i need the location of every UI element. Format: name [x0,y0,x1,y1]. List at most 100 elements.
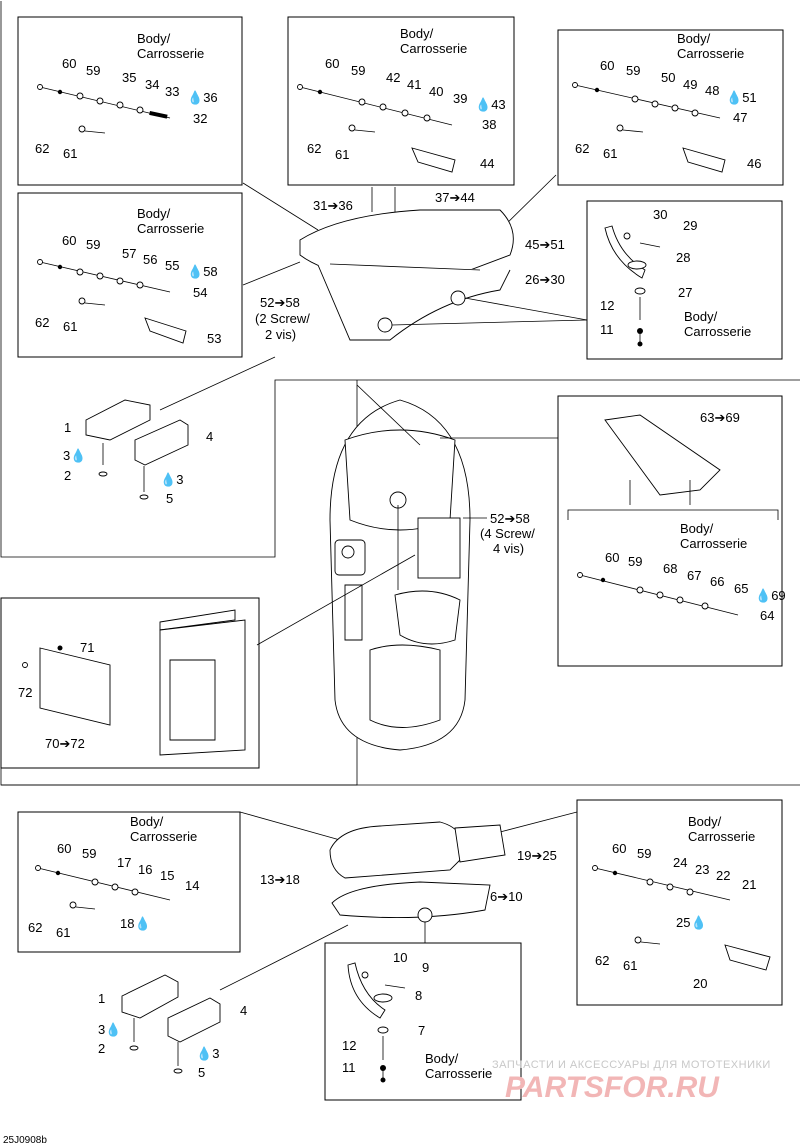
hull-top-view: 52➔58 (4 Screw/ 4 vis) [256,384,558,751]
svg-text:29: 29 [683,218,697,233]
svg-text:34: 34 [145,77,159,92]
svg-text:12: 12 [600,298,614,313]
svg-text:30: 30 [653,207,667,222]
svg-text:Carrosserie: Carrosserie [680,536,747,551]
svg-text:💧58: 💧58 [187,264,218,279]
svg-text:59: 59 [82,846,96,861]
svg-text:11: 11 [342,1060,356,1075]
svg-text:26➔30: 26➔30 [525,272,565,287]
svg-text:59: 59 [86,63,100,78]
svg-text:60: 60 [605,550,619,565]
svg-text:21: 21 [742,877,756,892]
svg-text:3💧: 3💧 [98,1022,121,1037]
svg-text:4: 4 [240,1003,247,1018]
svg-text:💧36: 💧36 [187,90,218,105]
svg-text:37➔44: 37➔44 [435,190,475,205]
svg-text:Body/: Body/ [137,31,171,46]
svg-text:70➔72: 70➔72 [45,736,85,751]
svg-text:Carrosserie: Carrosserie [688,829,755,844]
svg-text:Carrosserie: Carrosserie [137,221,204,236]
svg-text:Carrosserie: Carrosserie [137,46,204,61]
svg-text:45➔51: 45➔51 [525,237,565,252]
svg-text:2: 2 [98,1041,105,1056]
right-cover-box: 63➔69 Body/ Carrosserie 60 59 68 67 66 6… [557,395,786,667]
svg-text:60: 60 [62,233,76,248]
seat-assembly: 13➔18 19➔25 6➔10 [219,811,578,991]
svg-text:46: 46 [747,156,761,171]
svg-text:Body/: Body/ [684,309,718,324]
svg-text:8: 8 [415,988,422,1003]
svg-text:59: 59 [351,63,365,78]
svg-text:PARTSFOR.RU: PARTSFOR.RU [505,1071,720,1104]
svg-text:49: 49 [683,77,697,92]
svg-text:Body/: Body/ [400,26,434,41]
svg-text:59: 59 [86,237,100,252]
top-cover-assembly: 31➔36 37➔44 45➔51 26➔30 52➔58 (2 Screw/ … [242,174,588,342]
svg-text:Body/: Body/ [680,521,714,536]
svg-text:17: 17 [117,855,131,870]
svg-text:5: 5 [166,491,173,506]
svg-text:56: 56 [143,252,157,267]
svg-text:62: 62 [307,141,321,156]
box-d-fastener-kit: Body/ Carrosserie 60 59 57 56 55 💧58 54 … [17,192,243,358]
svg-text:15: 15 [160,868,174,883]
svg-text:62: 62 [575,141,589,156]
svg-text:47: 47 [733,110,747,125]
svg-text:7: 7 [418,1023,425,1038]
svg-text:68: 68 [663,561,677,576]
svg-text:23: 23 [695,862,709,877]
box-e-latch-kit: 30 29 28 27 12 11 Body/ Carrosserie [586,200,783,360]
svg-text:3💧: 3💧 [63,448,86,463]
svg-text:24: 24 [673,855,687,870]
svg-text:25💧: 25💧 [676,915,707,930]
svg-text:Body/: Body/ [130,814,164,829]
bottom-bracket-set: 1 4 3💧 2 💧3 5 [98,974,247,1080]
svg-text:67: 67 [687,568,701,583]
svg-text:5: 5 [198,1065,205,1080]
svg-text:💧69: 💧69 [755,588,786,603]
svg-text:Carrosserie: Carrosserie [677,46,744,61]
svg-text:59: 59 [637,846,651,861]
svg-text:Carrosserie: Carrosserie [400,41,467,56]
bottom-latch-box: 10 9 8 7 12 11 Body/ Carrosserie [324,942,522,1101]
svg-text:53: 53 [207,331,221,346]
svg-text:64: 64 [760,608,774,623]
svg-text:4 vis): 4 vis) [493,541,524,556]
svg-text:63➔69: 63➔69 [700,410,740,425]
svg-text:60: 60 [62,56,76,71]
svg-text:Carrosserie: Carrosserie [684,324,751,339]
svg-text:61: 61 [56,925,70,940]
bottom-left-fastener-kit: Body/ Carrosserie 60 59 17 16 15 14 62 6… [17,811,241,953]
left-bracket-set: 1 4 3💧 2 💧3 5 [63,356,276,506]
svg-text:71: 71 [80,640,94,655]
box-b-fastener-kit: Body/ Carrosserie 60 59 42 41 40 39 💧43 … [287,16,515,186]
svg-text:32: 32 [193,111,207,126]
svg-text:11: 11 [600,322,614,337]
svg-text:Body/: Body/ [425,1051,459,1066]
svg-text:Body/: Body/ [677,31,711,46]
svg-text:ЗАПЧАСТИ И АКСЕССУАРЫ ДЛЯ МОТО: ЗАПЧАСТИ И АКСЕССУАРЫ ДЛЯ МОТОТЕХНИКИ [492,1059,771,1071]
svg-text:62: 62 [35,141,49,156]
svg-text:44: 44 [480,156,494,171]
svg-text:52➔58: 52➔58 [260,295,300,310]
svg-text:2 vis): 2 vis) [265,327,296,342]
svg-text:48: 48 [705,83,719,98]
svg-text:39: 39 [453,91,467,106]
svg-text:60: 60 [600,58,614,73]
svg-text:40: 40 [429,84,443,99]
svg-text:Body/: Body/ [137,206,171,221]
svg-text:14: 14 [185,878,199,893]
svg-text:60: 60 [57,841,71,856]
svg-text:61: 61 [623,958,637,973]
svg-text:13➔18: 13➔18 [260,872,300,887]
svg-text:61: 61 [63,319,77,334]
box-c-fastener-kit: Body/ Carrosserie 60 59 50 49 48 💧51 47 … [557,29,784,186]
svg-text:💧51: 💧51 [726,90,757,105]
svg-text:62: 62 [595,953,609,968]
watermark: ЗАПЧАСТИ И АКСЕССУАРЫ ДЛЯ МОТОТЕХНИКИ PA… [492,1059,771,1104]
bottom-right-fastener-kit: Body/ Carrosserie 60 59 24 23 22 21 25💧 … [576,799,783,1006]
svg-text:22: 22 [716,868,730,883]
box-a-fastener-kit: Body/ Carrosserie 60 59 35 34 33 💧36 32 … [17,16,243,186]
svg-text:27: 27 [678,285,692,300]
